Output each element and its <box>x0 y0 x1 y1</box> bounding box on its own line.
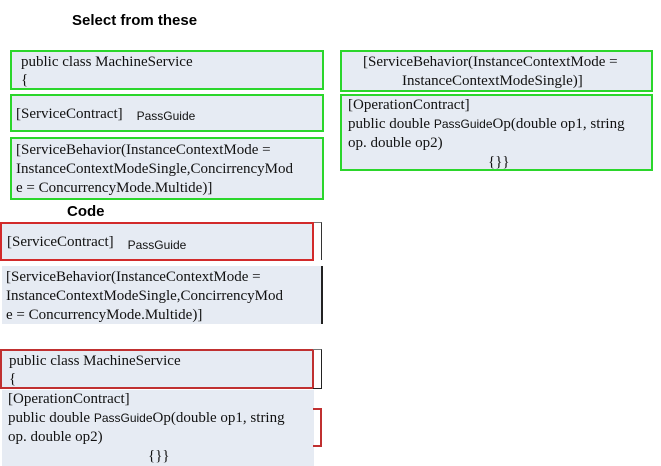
code-operation-decl: public double PassGuideOp(double op1, st… <box>8 409 285 428</box>
code-operation-suffix: Op(double op1, string <box>152 410 285 426</box>
code-service-contract-attr: [ServiceContract] <box>7 234 114 250</box>
code-operation-body: {}} <box>148 448 170 464</box>
option-operation-suffix: Op(double op1, string <box>492 116 625 132</box>
option-operation-decl: public double PassGuideOp(double op1, st… <box>348 115 625 134</box>
option-operation-body: {}} <box>488 154 510 170</box>
option-behavior-multiple-line2: InstanceContextModeSingle,ConcirrencyMod <box>16 161 294 177</box>
option-operation-attr: [OperationContract] <box>348 97 470 113</box>
option-service-contract-attr: [ServiceContract] <box>16 106 123 122</box>
code-slot-operation-edge <box>313 408 322 447</box>
select-heading: Select from these <box>72 12 198 29</box>
code-service-contract-name: PassGuide <box>127 238 187 252</box>
code-service-contract-line: [ServiceContract] PassGuide <box>7 233 186 252</box>
option-behavior-single[interactable]: [ServiceBehavior(InstanceContextMode = I… <box>340 50 653 92</box>
code-operation-attr: [OperationContract] <box>8 391 130 407</box>
option-behavior-single-line1: [ServiceBehavior(InstanceContextMode = <box>363 54 618 70</box>
option-operation-params: op. double op2) <box>348 135 443 151</box>
option-service-contract-line: [ServiceContract] PassGuide <box>16 105 195 124</box>
code-slot-service-contract[interactable]: [ServiceContract] PassGuide <box>0 222 314 261</box>
option-operation-method: PassGuide <box>433 117 493 131</box>
code-slot-operation[interactable]: [OperationContract] public double PassGu… <box>2 390 314 466</box>
code-slot-service-contract-edge <box>314 222 322 260</box>
option-operation-contract[interactable]: [OperationContract] public double PassGu… <box>340 94 653 171</box>
code-heading: Code <box>67 203 105 220</box>
option-behavior-multiple[interactable]: [ServiceBehavior(InstanceContextMode = I… <box>10 137 324 200</box>
code-operation-prefix: public double <box>8 410 91 426</box>
code-class-open-line2: { <box>9 371 17 387</box>
option-behavior-single-line2: InstanceContextModeSingle)] <box>402 73 583 89</box>
option-operation-prefix: public double <box>348 116 431 132</box>
option-service-contract-name: PassGuide <box>136 109 196 123</box>
option-behavior-multiple-line1: [ServiceBehavior(InstanceContextMode = <box>16 142 271 158</box>
code-class-open-line1: public class MachineService <box>9 353 181 369</box>
option-behavior-multiple-line3: e = ConcurrencyMode.Multide)] <box>16 180 213 196</box>
code-operation-params: op. double op2) <box>8 429 103 445</box>
code-behavior-line2: InstanceContextModeSingle,ConcirrencyMod <box>6 288 284 304</box>
code-slot-behavior[interactable]: [ServiceBehavior(InstanceContextMode = I… <box>2 266 323 324</box>
code-behavior-line1: [ServiceBehavior(InstanceContextMode = <box>6 269 261 285</box>
code-slot-class-open[interactable]: public class MachineService { <box>0 349 314 389</box>
option-class-open[interactable]: public class MachineService { <box>10 50 324 90</box>
option-service-contract[interactable]: [ServiceContract] PassGuide <box>10 94 324 132</box>
code-operation-method: PassGuide <box>93 411 153 425</box>
option-class-open-line2: { <box>21 72 29 88</box>
code-slot-class-open-edge <box>313 349 322 389</box>
option-class-open-line1: public class MachineService <box>21 54 193 70</box>
code-behavior-line3: e = ConcurrencyMode.Multide)] <box>6 307 203 323</box>
